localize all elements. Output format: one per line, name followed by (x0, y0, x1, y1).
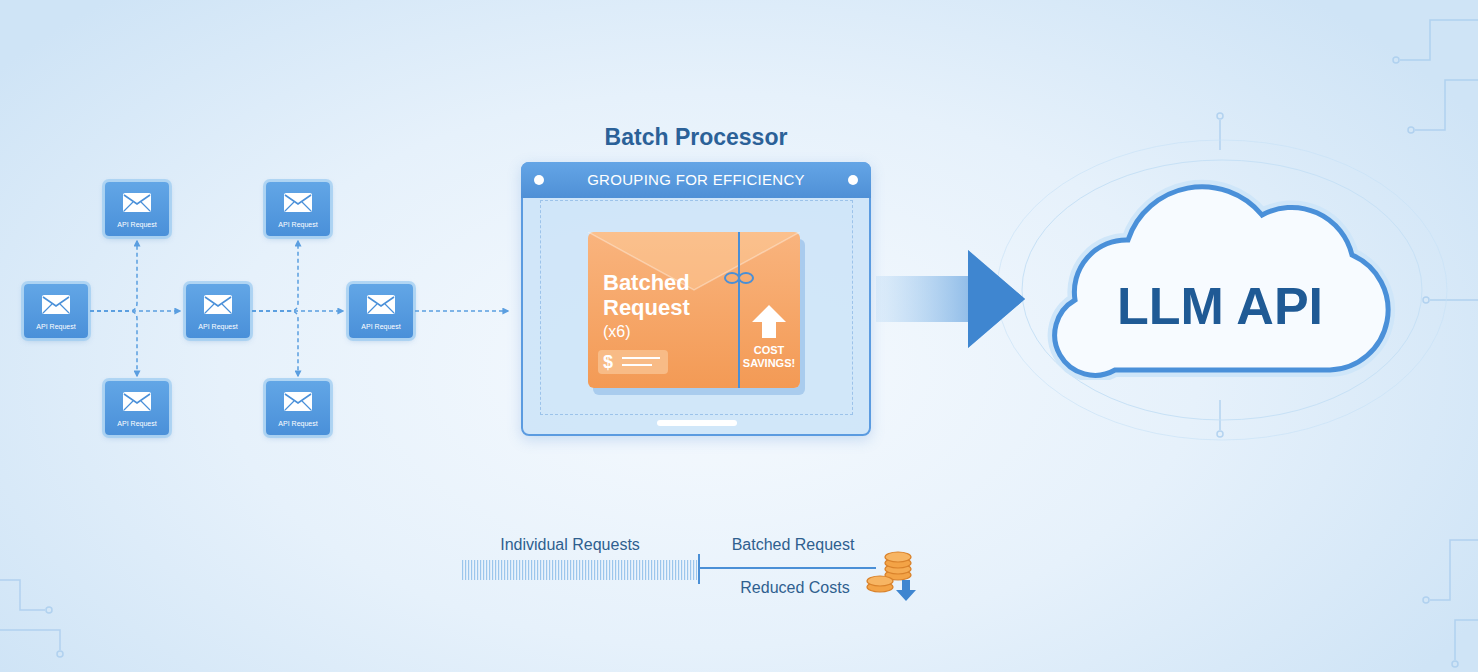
envelope-icon (283, 391, 313, 413)
request-label: API Request (24, 323, 88, 331)
dashed-connector (415, 310, 508, 312)
circuit-traces (0, 20, 1478, 667)
batched-line (700, 567, 876, 569)
request-label: API Request (266, 420, 330, 428)
dashed-connector (90, 310, 180, 312)
envelope-glyph (203, 294, 233, 316)
envelope-glyph (122, 192, 152, 214)
processor-heading: Batch Processor (481, 122, 911, 152)
envelope-title: Batched Request (603, 270, 743, 320)
dashed-connector (252, 310, 343, 312)
cost-down-arrow (896, 580, 916, 601)
batch-processor-window: Batch ProcessorGROUPING FOR EFFICIENCYBa… (521, 120, 871, 436)
request-box: API Request (266, 381, 330, 435)
window-dot (534, 175, 544, 185)
envelope-icon (41, 294, 71, 316)
llm-api-cloud: LLM API (1030, 170, 1410, 380)
bar-caption: Batched Request (732, 535, 855, 555)
cost-savings-text: COST SAVINGS! (739, 344, 799, 370)
request-label: API Request (349, 323, 413, 331)
flow-arrow (876, 250, 1025, 348)
badge-line (622, 357, 660, 359)
envelope-glyph (283, 192, 313, 214)
request-box: API Request (105, 381, 169, 435)
request-box: API Request (24, 284, 88, 338)
dashed-connector (252, 311, 298, 376)
bar-caption: Reduced Costs (740, 578, 849, 598)
request-box: API Request (349, 284, 413, 338)
bar-divider (698, 554, 700, 584)
envelope-icon (366, 294, 396, 316)
request-label: API Request (105, 420, 169, 428)
api-name: LLM API (1030, 276, 1410, 336)
envelope-glyph (283, 391, 313, 413)
flow-arrow-shape (876, 250, 1025, 348)
window-header-text: GROUPING FOR EFFICIENCY (541, 162, 851, 198)
dashed-connector (252, 241, 298, 311)
cloud-shape-holder (1030, 170, 1410, 380)
envelope-icon (122, 192, 152, 214)
request-box: API Request (186, 284, 250, 338)
cloud-outline (1030, 170, 1410, 380)
request-label: API Request (266, 221, 330, 229)
envelope-glyph (41, 294, 71, 316)
dashed-connector (90, 241, 137, 311)
dollar-sign: $ (603, 350, 613, 374)
window-footer-pill (657, 420, 737, 426)
request-box: API Request (105, 182, 169, 236)
flow-arrow-head (968, 250, 1025, 348)
envelope-icon (283, 192, 313, 214)
envelope-glyph (122, 391, 152, 413)
batched-envelope: Batched Request(x6) $ COST SAVINGS! (588, 232, 800, 388)
envelope-glyph (366, 294, 396, 316)
hatched-bar (462, 560, 697, 580)
request-box: API Request (266, 182, 330, 236)
cloud-glow-rings (997, 140, 1447, 440)
request-label: API Request (186, 323, 250, 331)
dashed-connector (90, 311, 137, 376)
batch-count: (x6) (603, 322, 631, 342)
window-dot (848, 175, 858, 185)
badge-line (622, 364, 652, 366)
envelope-icon (122, 391, 152, 413)
bar-caption: Individual Requests (500, 535, 640, 555)
envelope-icon (203, 294, 233, 316)
request-label: API Request (105, 221, 169, 229)
